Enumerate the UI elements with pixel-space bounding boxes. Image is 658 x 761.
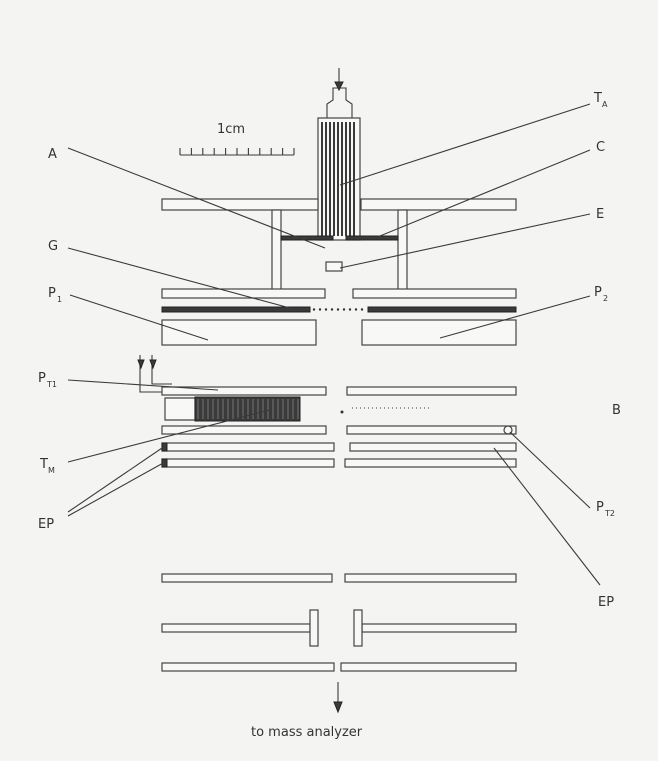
lens-1-left [161, 573, 333, 583]
grid-dot [312, 308, 316, 311]
label-tm-sub: M [48, 466, 55, 475]
inlet-tube-top [317, 68, 361, 241]
leader-a [67, 147, 326, 249]
leader-g [67, 247, 291, 309]
leader-pt2 [509, 431, 591, 509]
label-p1-sub: 1 [57, 295, 62, 304]
label-ep-right: EP [598, 595, 614, 610]
grid-dot [342, 308, 346, 311]
grid-dot [354, 308, 358, 311]
cathode-filament-right [345, 235, 399, 241]
side-inlet-arrow-head [137, 359, 145, 370]
label-pt1-sub: T1 [46, 380, 57, 389]
plate-pt1-left [161, 386, 327, 396]
leader-p2 [439, 295, 591, 339]
top-flange-right [360, 198, 517, 211]
exit-arrow-head [333, 701, 343, 714]
label-ta: T [593, 91, 602, 106]
plate-upper-right [352, 288, 517, 299]
plate-ep-upper-left [161, 442, 335, 452]
grid-dot [348, 308, 352, 311]
plate-upper-left [161, 288, 326, 299]
leader-e [339, 213, 591, 269]
inlet-arrow-head [334, 81, 344, 92]
grid-dot [330, 308, 334, 311]
plate-ep-upper-right [349, 442, 517, 452]
lens-1-right [344, 573, 517, 583]
scale-bar: 1cm [179, 122, 295, 156]
heater-tube-end [164, 397, 196, 421]
side-inlet-arrow-head-2 [149, 359, 157, 370]
lens-2-right [361, 623, 517, 633]
ep-marker-left-2 [161, 458, 168, 468]
leader-pt1 [67, 379, 219, 391]
label-a: A [48, 147, 57, 162]
leader-tm [67, 409, 271, 463]
grid-dot [318, 308, 322, 311]
plate-ep-lower-right [344, 458, 517, 468]
leader-c [374, 149, 591, 239]
plate-ep-lower-left [161, 458, 335, 468]
label-pt1: P [38, 371, 46, 386]
leader-ep-right [493, 447, 601, 586]
leader-ep-left-1 [67, 445, 166, 513]
inlet-nozzle [326, 87, 353, 119]
lens-3-right [340, 662, 517, 672]
lens-2-left [161, 623, 311, 633]
plate-lower-left [161, 425, 327, 435]
grid-plate-left [161, 306, 311, 313]
label-p2-sub: 2 [603, 294, 608, 303]
heater-tm-hatching [197, 399, 299, 419]
label-p1: P [48, 286, 56, 301]
label-ta-sub: A [602, 100, 608, 109]
leader-lines [67, 103, 601, 586]
plate-p1 [161, 319, 317, 346]
grid-dot [324, 308, 328, 311]
top-flange-left [161, 198, 319, 211]
electrode-e [325, 261, 343, 272]
plate-pt1-right [346, 386, 517, 396]
grid-mesh-dots [312, 308, 364, 311]
label-tm: T [39, 457, 48, 472]
lens-stack-lower: to mass analyzer [161, 573, 517, 740]
labels: A G P 1 P T1 T M EP T A C E P 2 B P T2 E… [38, 91, 621, 610]
leader-p1 [69, 294, 209, 341]
support-post-right [397, 209, 408, 291]
scale-bar-ticks [179, 148, 295, 155]
to-mass-analyzer-label: to mass analyzer [251, 725, 363, 740]
heater-ta-hatching [321, 122, 355, 236]
collision-region [137, 355, 517, 468]
scale-bar-label: 1cm [217, 122, 245, 137]
beam-center-dot [340, 410, 344, 414]
grid-dot [336, 308, 340, 311]
lens-3-left [161, 662, 335, 672]
label-pt2-sub: T2 [604, 509, 615, 518]
plate-lower-right [346, 425, 517, 435]
label-pt2: P [596, 500, 604, 515]
top-flange-assembly [161, 198, 517, 291]
cathode-filament-left [280, 235, 334, 241]
label-p2: P [594, 285, 602, 300]
grid-dot [360, 308, 364, 311]
label-e: E [596, 207, 604, 222]
lens-2-left-lip [309, 609, 319, 647]
label-b: B [612, 403, 621, 418]
plate-stack-upper [161, 288, 517, 346]
label-g: G [48, 239, 58, 254]
grid-plate-right [367, 306, 517, 313]
support-post-left [271, 209, 282, 291]
label-c: C [596, 140, 605, 155]
label-ep-left: EP [38, 517, 54, 532]
lens-2-right-lip [353, 609, 363, 647]
leader-ta [339, 103, 591, 186]
leader-ep-left-2 [67, 461, 166, 517]
